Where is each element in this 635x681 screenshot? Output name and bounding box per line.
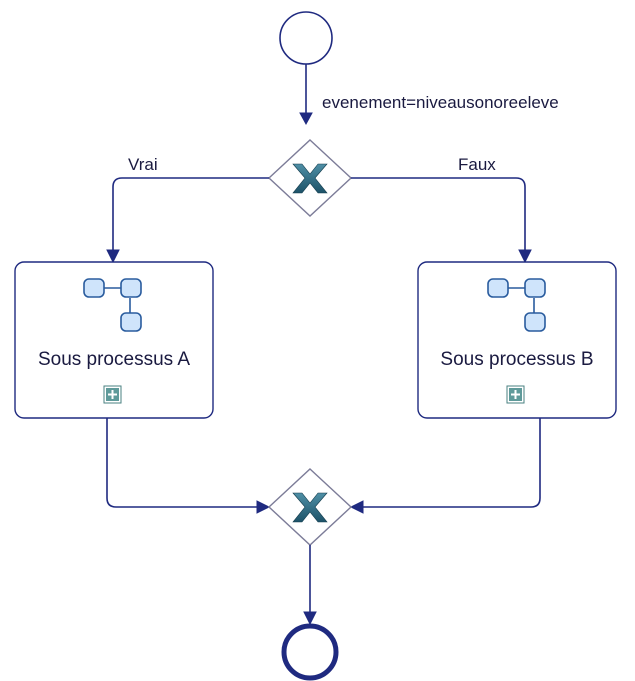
branch-true-label: Vrai — [128, 155, 158, 174]
condition-label: evenement=niveausonoreeleve — [322, 93, 559, 112]
subprocess-task-b[interactable]: Sous processus B — [417, 261, 617, 419]
exclusive-gateway-split[interactable] — [267, 139, 353, 217]
start-event[interactable] — [279, 11, 333, 65]
gateway-x-icon — [292, 163, 328, 194]
subprocess-task-a[interactable]: Sous processus A — [14, 261, 214, 419]
expand-plus-icon[interactable] — [506, 385, 525, 404]
flow-start-to-gateway[interactable] — [299, 64, 313, 126]
flow-gateway-to-task-b[interactable] — [351, 177, 532, 264]
flow-task-a-to-merge[interactable] — [106, 418, 271, 514]
subprocess-hierarchy-icon — [83, 278, 142, 332]
end-event[interactable] — [281, 623, 339, 681]
exclusive-gateway-merge[interactable] — [267, 468, 353, 546]
gateway-x-icon — [292, 492, 328, 523]
task-a-label: Sous processus A — [38, 349, 190, 370]
flow-gateway-to-task-a[interactable] — [106, 177, 269, 264]
task-b-label: Sous processus B — [440, 349, 593, 370]
flow-merge-to-end[interactable] — [303, 545, 317, 626]
subprocess-hierarchy-icon — [487, 278, 546, 332]
expand-plus-icon[interactable] — [103, 385, 122, 404]
branch-false-label: Faux — [458, 155, 496, 174]
flow-task-b-to-merge[interactable] — [349, 418, 541, 514]
